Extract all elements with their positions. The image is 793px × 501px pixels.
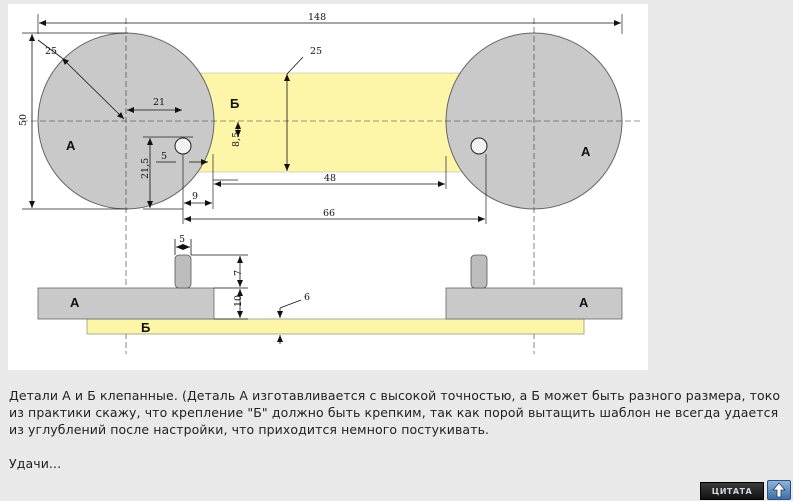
dim-48: 48 [324,173,336,184]
drawing-svg: 148 25 50 25 21 5 8,5 21,5 48 9 66 А А Б… [18,12,640,354]
quote-button[interactable]: ЦИТАТА [700,482,764,500]
part-a-right-side [445,287,623,320]
dim-plate-6: 6 [304,292,310,303]
post-paragraph: Детали А и Б клепанные. (Деталь А изгота… [9,388,781,437]
dim-9: 9 [192,191,198,202]
dim-66: 66 [323,208,335,219]
label-b-top: Б [230,96,239,111]
post-body: Детали А и Б клепанные. (Деталь А изгота… [9,387,784,472]
dim-height-50: 50 [18,114,29,126]
dim-radius-25: 25 [45,46,57,57]
label-a-left: А [66,138,76,153]
dim-plate-25: 25 [310,46,322,57]
scroll-top-button[interactable] [767,480,791,500]
post-signature: Удачи... [9,456,62,471]
plate-b-top [197,72,467,173]
dim-stud-7: 7 [233,270,244,276]
dim-5: 5 [161,151,167,162]
dim-8-5: 8,5 [231,132,242,147]
label-a-side-left: А [70,295,80,310]
label-b-side: Б [141,320,150,335]
side-dimension-lines [174,239,302,344]
dim-stud-5: 5 [179,234,185,245]
hole-right [470,137,488,155]
dim-21-5: 21,5 [140,158,151,179]
dimension-lines [29,20,621,222]
post-actions: ЦИТАТА [700,480,791,500]
dim-base-10: 10 [233,295,244,307]
dim-21: 21 [153,97,165,108]
technical-drawing-image: 148 25 50 25 21 5 8,5 21,5 48 9 66 А А Б… [8,4,648,370]
part-a-left-side [37,287,215,320]
label-a-right: А [581,144,591,159]
stud-left [174,254,192,289]
stud-right [470,254,488,289]
hole-left [174,137,192,155]
plate-b-side [86,318,585,335]
extension-lines [22,14,623,224]
label-a-side-right: А [579,295,589,310]
dim-148: 148 [308,12,326,23]
up-arrow-icon [772,482,786,498]
